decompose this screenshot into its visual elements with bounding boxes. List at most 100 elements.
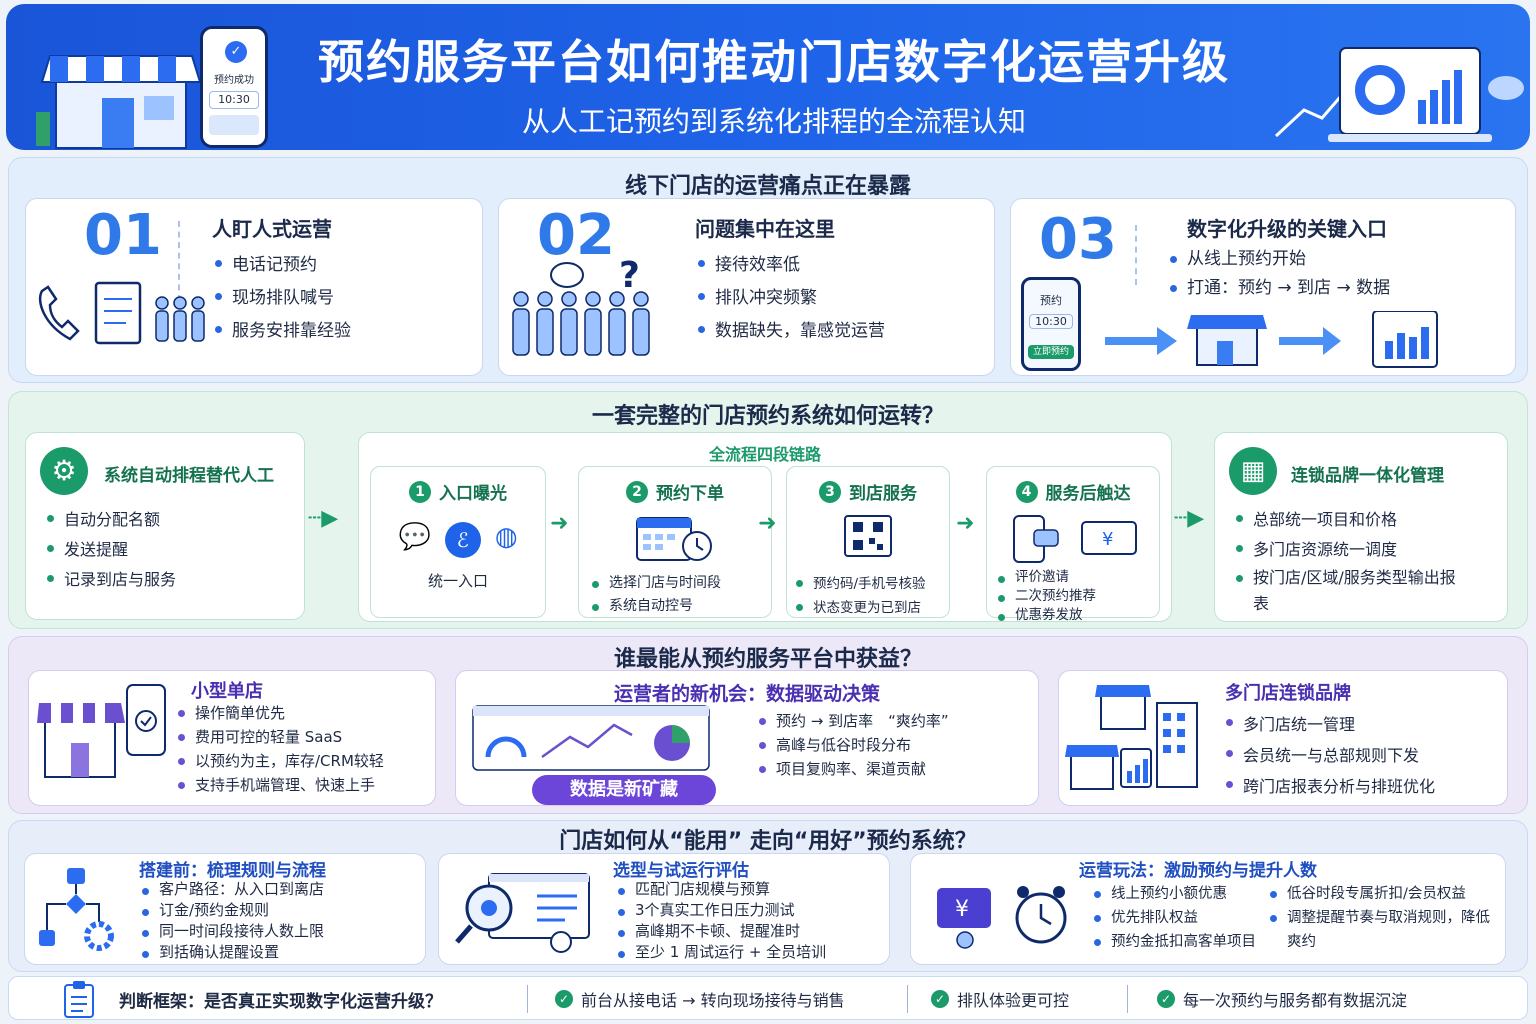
- card-number: 01: [84, 203, 162, 268]
- list-item: 优先排队权益: [1091, 906, 1256, 930]
- footer-label: 判断框架：是否真正实现数字化运营升级？: [119, 992, 442, 1012]
- list-item: 多门店统一管理: [1223, 709, 1435, 740]
- divider: [527, 985, 528, 1013]
- book-now-button[interactable]: 立即预约: [1028, 345, 1074, 359]
- phone-time: 10:30: [209, 91, 259, 109]
- list-item: 二次预约推荐: [995, 587, 1159, 606]
- list-item: 从线上预约开始: [1167, 245, 1390, 274]
- qr-code-icon: [844, 515, 892, 557]
- phone-time: 10:30: [1029, 314, 1073, 329]
- footer-check-2: ✓ 排队体验更可控: [931, 987, 1069, 1011]
- card-list: 自动分配名额 发送提醒 记录到店与服务: [44, 505, 176, 595]
- list-item: 优惠券发放: [995, 606, 1159, 625]
- list-item: 高峰期不卡顿、提醒准时: [615, 921, 826, 942]
- list-item: 数据缺失，靠感觉运营: [695, 315, 885, 348]
- arrow-icon: ➜: [550, 511, 569, 536]
- list-item: 评价邀请: [995, 568, 1159, 587]
- benefit-section-title: 谁最能从预约服务平台中获益？: [613, 647, 922, 672]
- card-title: 小型单店: [191, 681, 263, 702]
- calendar-clock-icon: [636, 517, 712, 561]
- small-store-card: 小型单店 操作簡单优先 费用可控的轻量 SaaS 以预约为主，库存/CRM较轻 …: [28, 670, 436, 806]
- list-item: 高峰与低谷时段分布: [756, 733, 949, 757]
- list-item: 项目复购率、渠道贡献: [756, 757, 949, 781]
- page-subtitle: 从人工记预约到系统化排程的全流程认知: [521, 105, 1026, 138]
- footer-check-3: ✓每一次预约与服务都有数据沉淀: [1157, 987, 1407, 1011]
- check-text: 排队体验更可控: [957, 991, 1070, 1010]
- card-list-left: 线上预约小额优惠 优先排队权益 预约金抵扣高客单项目: [1091, 882, 1256, 954]
- list-item: 状态变更为已到店: [793, 596, 949, 620]
- ops-play-card: ¥ 运营玩法：激励预约与提升人数 线上预约小额优惠 优先排队权益 预约金抵扣高客…: [910, 853, 1506, 965]
- svg-text:¥: ¥: [955, 897, 969, 922]
- list-item: 线上预约小额优惠: [1091, 882, 1256, 906]
- svg-text:¥: ¥: [1102, 529, 1113, 550]
- card-list: 总部统一项目和价格 多门店资源统一调度 按门店/区域/服务类型输出报表: [1233, 505, 1463, 617]
- card-title: 运营者的新机会：数据驱动决策: [613, 683, 880, 705]
- stage-caption: 统一入口: [427, 572, 488, 590]
- list-item: 同一时间段接待人数上限: [139, 921, 324, 942]
- list-item: 预约金抵扣高客单项目: [1091, 930, 1256, 954]
- divider: [178, 221, 180, 301]
- list-item: 以预约为主，库存/CRM较轻: [175, 749, 384, 773]
- before-setup-card: 搭建前：梳理规则与流程 客户路径：从入口到离店 订金/预约金规则 同一时间段接待…: [24, 853, 426, 965]
- flowchart-icon: [39, 868, 114, 951]
- card-title: 人盯人式运营: [212, 217, 332, 241]
- list-item: 客户路径：从入口到离店: [139, 879, 324, 900]
- wechat-icon: 💬: [398, 522, 431, 552]
- list-item: 总部统一项目和价格: [1233, 505, 1463, 535]
- list-item: 按门店/区域/服务类型输出报表: [1233, 565, 1463, 617]
- card-list: 电话记预约 现场排队喊号 服务安排靠经验: [212, 249, 351, 348]
- list-item: 多门店资源统一调度: [1233, 535, 1463, 565]
- gear-icon: ⚙: [40, 447, 88, 495]
- dashboard-chart-icon: [472, 705, 710, 771]
- check-icon: ✓: [225, 41, 247, 63]
- card-list: 从线上预约开始 打通：预约 → 到店 → 数据: [1167, 245, 1390, 303]
- list-item: 排队冲突频繁: [695, 282, 885, 315]
- card-title: 运营玩法：激励预约与提升人数: [1079, 861, 1317, 881]
- list-item: 跨门店报表分析与排班优化: [1223, 771, 1435, 802]
- stage-list: 选择门店与时间段 系统自动控号: [589, 572, 771, 618]
- check-text: 前台从接电话 → 转向现场接待与销售: [581, 991, 845, 1010]
- card-number: 02: [537, 203, 615, 268]
- card-list: 匹配门店规模与预算 3个真实工作日压力测试 高峰期不卡顿、提醒准时 至少 1 周…: [615, 879, 826, 963]
- list-item: 选择门店与时间段: [589, 572, 771, 595]
- header-banner: ✓ 预约成功 10:30 预约服务平台如何推动门店数字化运营升级 从人工记预约到…: [6, 4, 1530, 150]
- stage-number: 2: [626, 480, 648, 503]
- list-item: 匹配门店规模与预算: [615, 879, 826, 900]
- list-item: 至少 1 周试运行 + 全员培训: [615, 942, 826, 963]
- list-item: 低谷时段专属折扣/会员权益: [1267, 882, 1497, 906]
- message-coupon-icon: ¥: [1013, 515, 1137, 563]
- card-title: 系统自动排程替代人工: [104, 466, 274, 486]
- list-item: 记录到店与服务: [44, 565, 176, 595]
- card-title: 问题集中在这里: [695, 217, 835, 241]
- pain-section-title: 线下门店的运营痛点正在暴露: [624, 174, 911, 199]
- card-title: 数字化升级的关键入口: [1187, 217, 1387, 241]
- stage-2: 2 预约下单 选择门店与时间段 系统自动控号: [578, 466, 772, 618]
- list-item: 支持手机端管理、快速上手: [175, 773, 384, 797]
- footer-check-1: ✓ 前台从接电话 → 转向现场接待与销售: [555, 987, 845, 1011]
- stage-list: 预约码/手机号核验 状态变更为已到店: [793, 572, 949, 620]
- magnifier-dashboard-icon: [455, 873, 590, 953]
- check-icon: ✓: [931, 990, 949, 1008]
- stage-header: 2 预约下单: [579, 479, 771, 504]
- pain-card-02: 02 问题集中在这里 接待效率低 排队冲突频繁 数据缺失，靠感觉运营 ?: [498, 198, 995, 376]
- booking-phone: 预约 10:30 立即预约: [1021, 277, 1081, 371]
- stage-title: 预约下单: [656, 484, 724, 504]
- stage-number: 4: [1015, 480, 1038, 503]
- list-item: 自动分配名额: [44, 505, 176, 535]
- phone-label: 预约: [1040, 294, 1062, 307]
- card-title: 搭建前：梳理规则与流程: [139, 861, 326, 881]
- card-title: 多门店连锁品牌: [1225, 683, 1351, 704]
- list-item: 调整提醒节奏与取消规则，降低爽约: [1267, 906, 1497, 954]
- list-item: 接待效率低: [695, 249, 885, 282]
- card-list: 客户路径：从入口到离店 订金/预约金规则 同一时间段接待人数上限 到括确认提醒设…: [139, 879, 324, 963]
- footer-bar: 判断框架：是否真正实现数字化运营升级？ ✓前台从接电话 → 转向现场接待与销售 …: [8, 976, 1528, 1020]
- check-icon: ✓: [555, 990, 573, 1008]
- dashboard-laptop-icon: [1274, 47, 1524, 142]
- arrow-icon: ➜: [758, 511, 777, 536]
- card-number: 03: [1039, 207, 1117, 272]
